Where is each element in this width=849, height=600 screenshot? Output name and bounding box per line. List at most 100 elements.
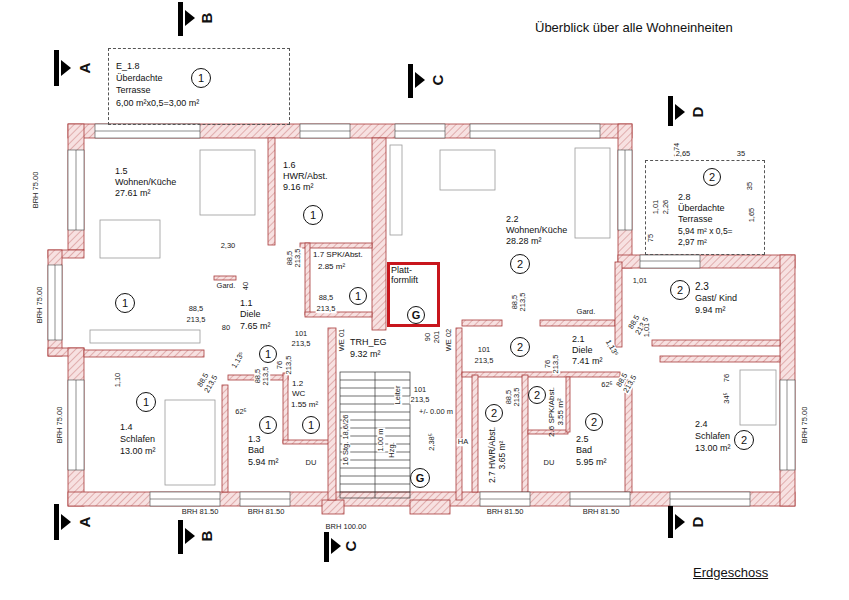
unit-number-circle: 1: [302, 416, 320, 434]
unit-number-circle: G: [407, 306, 425, 324]
dimension-label: 88,5: [286, 250, 294, 267]
lift-box: Platt- formliftG: [387, 262, 440, 327]
window: [300, 124, 350, 138]
stair-steps: [375, 380, 410, 492]
room-label: 3.65 m²: [498, 441, 507, 470]
room-area: 1.2WC1.55 m²1: [288, 378, 330, 440]
window-pane: [395, 131, 445, 132]
wall: [300, 243, 372, 248]
dimension-label: DU: [543, 459, 556, 467]
callout-number: 1: [265, 349, 271, 360]
wall: [618, 124, 632, 268]
wall: [322, 500, 344, 514]
callout-number: 1: [122, 298, 128, 309]
terrace-area: E_1.8ÜberdachteTerrasse6,00 m²x0,5=3,00 …: [108, 48, 290, 125]
wall: [48, 250, 62, 356]
room-label: 3.55 m²: [557, 398, 566, 425]
room-label: 27.61 m²: [115, 189, 151, 199]
unit-number-circle: 1: [136, 392, 156, 412]
unit-number-circle: 1: [191, 68, 211, 88]
window: [95, 124, 200, 138]
dimension-label: +/- 0.00 m: [418, 408, 454, 416]
room-label: Schlafen: [120, 435, 155, 445]
dimension-label: BRH 75.00: [801, 406, 809, 445]
stair-center: [375, 372, 376, 498]
dimension-label: 90: [424, 332, 432, 342]
sofa: [575, 148, 610, 238]
dimension-label: 88,5: [318, 294, 335, 302]
callout-number: G: [416, 473, 425, 484]
wall: [283, 373, 288, 443]
dimension-label: 62⁵: [234, 408, 247, 416]
window: [68, 150, 84, 230]
callout-number: 1: [308, 420, 314, 431]
window: [470, 124, 600, 138]
room-label: 13.00 m²: [695, 444, 731, 454]
stair-steps: [340, 380, 375, 492]
room-label: Diele: [572, 346, 593, 356]
room-label: 9.16 m²: [283, 183, 314, 193]
section-letter: D: [690, 106, 705, 119]
room-label: Terrasse: [116, 86, 151, 96]
section-bar: [54, 50, 59, 86]
window-pane: [670, 499, 750, 500]
wall: [372, 138, 386, 330]
dimension-label: BRH 75.00: [32, 171, 40, 210]
room-label: WC: [292, 390, 305, 399]
room-label: 5.94 m²: [248, 458, 279, 468]
dimension-label: 62⁵: [600, 381, 613, 389]
room-label: 5,94 m² x 0,5=: [678, 227, 733, 236]
dimension-label: 213,5: [291, 340, 312, 348]
bed: [165, 400, 215, 485]
callout-number: 2: [534, 390, 540, 401]
wall: [522, 375, 528, 492]
room-label: 9.32 m²: [350, 350, 381, 360]
room-label: 2.3: [695, 281, 709, 292]
room-label: 1.5: [115, 167, 128, 177]
wall: [780, 255, 795, 506]
section-arrow: [331, 538, 341, 554]
room-label: Gast/ Kind: [695, 294, 737, 304]
window: [150, 492, 220, 506]
wall: [68, 348, 84, 506]
unit-number-circle: 1: [259, 416, 277, 434]
dimension-label: 80: [221, 324, 231, 332]
section-letter: B: [199, 12, 214, 25]
section-bar: [324, 532, 329, 562]
unit-number-circle: 2: [510, 337, 530, 357]
callout-number: 1: [265, 420, 271, 431]
unit-number-circle: 2: [670, 280, 690, 300]
dimension-label: 35: [746, 181, 754, 191]
wall: [540, 320, 615, 326]
room-label: 2.2: [506, 215, 519, 225]
dimension-label: 76: [723, 373, 731, 383]
room-label: 2.7 HWR/Abst.: [488, 427, 497, 483]
wall: [305, 312, 372, 317]
wall: [615, 262, 622, 347]
unit-number-circle: 2: [528, 386, 546, 404]
section-arrow: [415, 72, 425, 88]
dimension-label: 101: [413, 386, 428, 394]
unit-number-circle: 2: [703, 168, 721, 186]
callout-number: 1: [310, 210, 316, 221]
room-label: 2.6 SPK/Abst.: [548, 387, 557, 437]
room-area: 1.7 SPK/Abst.2.85 m²1: [310, 248, 372, 312]
room-label: Bad: [248, 446, 264, 456]
callout-number: 2: [517, 342, 523, 353]
unit-number-circle: 2: [734, 430, 754, 450]
dimension-label: 2,38⁵: [428, 432, 436, 452]
dimension-label: 40: [242, 281, 250, 291]
window: [618, 150, 632, 230]
dimension-label: 88,5: [511, 294, 519, 311]
staircase: [340, 372, 410, 498]
section-bar: [668, 96, 673, 126]
dimension-label: DU: [305, 459, 318, 467]
window-pane: [76, 380, 77, 470]
window: [670, 492, 750, 506]
unit-number-circle: 1: [303, 205, 323, 225]
room-label: 9.94 m²: [695, 306, 726, 316]
dimension-label: 1,01: [652, 199, 660, 216]
dimension-label: 213,5: [552, 354, 560, 375]
room-label: TRH_EG: [350, 338, 387, 348]
callout-number: 2: [517, 259, 523, 270]
